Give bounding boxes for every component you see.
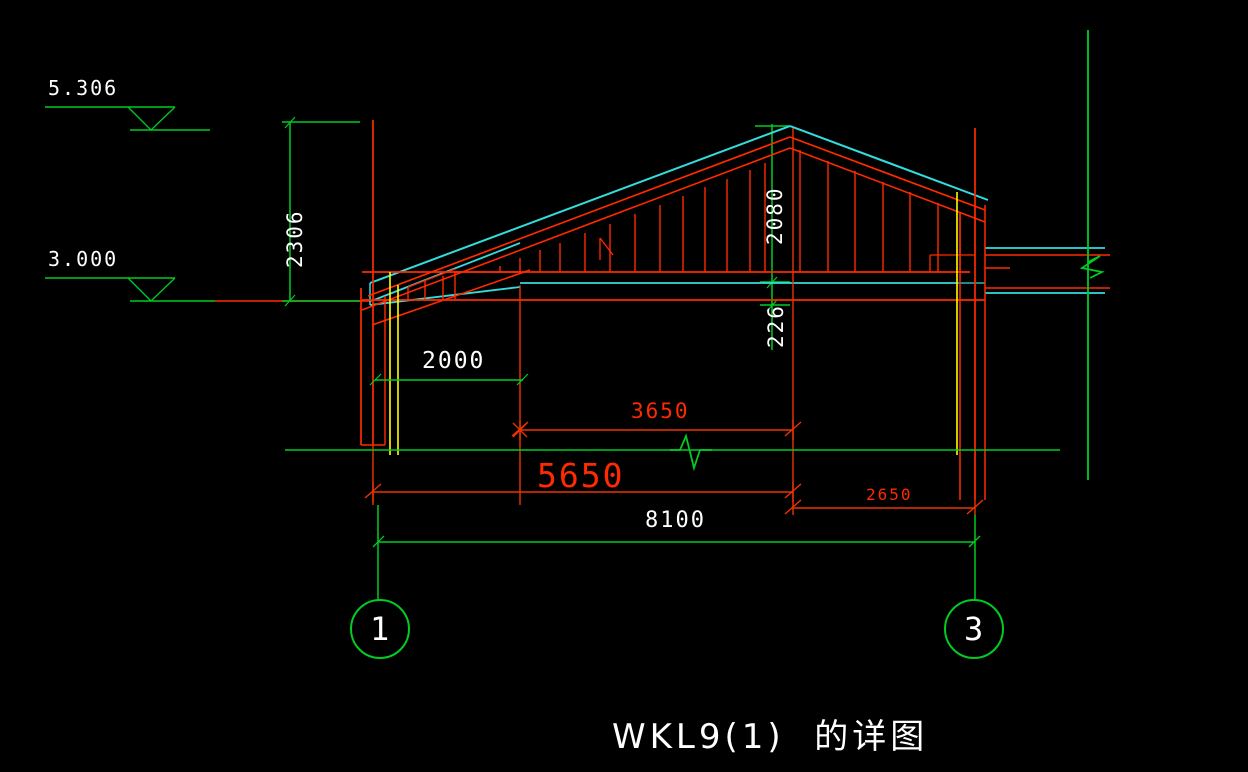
dim-line-2000	[369, 373, 529, 386]
dim-line-2650	[784, 499, 984, 515]
grid-bubble-label-1: 1	[370, 610, 390, 648]
grid-bubble-circle-1[interactable]	[350, 599, 410, 659]
dim-line-5650	[364, 482, 802, 502]
right-edge-break	[1079, 30, 1105, 480]
grid-bubble-label-3: 3	[964, 610, 984, 648]
beam-outline-cyan	[369, 125, 1105, 306]
dim-2306-green	[282, 116, 360, 307]
dim-line-3650	[511, 420, 802, 440]
snap-marker-left	[512, 422, 528, 438]
rebar-lines-red	[360, 120, 1110, 500]
elevation-symbol-top	[45, 106, 210, 131]
break-symbol-baseline	[670, 433, 712, 472]
column-edges-yellow	[389, 192, 958, 455]
inner-outline-orange	[372, 128, 976, 515]
dim-line-8100	[372, 505, 981, 600]
drawing-title: WKL9(1) 的详图	[612, 717, 929, 757]
dim-226-green	[760, 282, 790, 350]
elevation-symbol-base	[45, 277, 372, 302]
grid-bubble-circle-3[interactable]	[944, 599, 1004, 659]
